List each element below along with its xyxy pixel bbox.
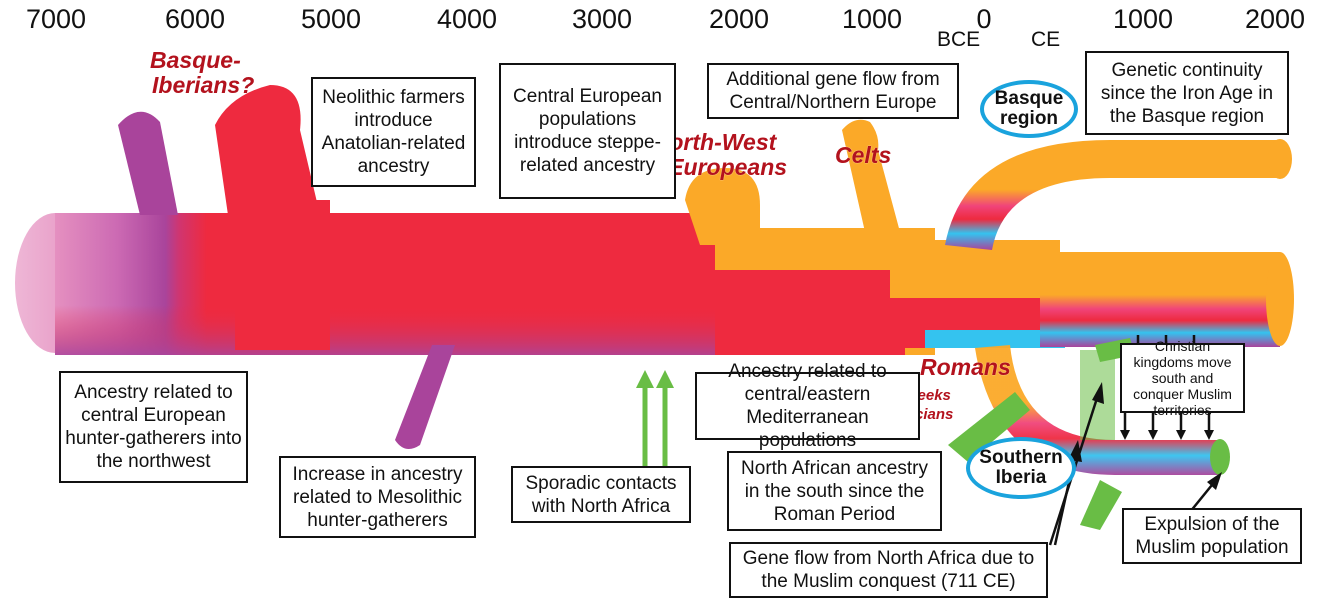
tick-5000-bce: 5000 [300, 4, 362, 34]
genetic-continuity-box: Genetic continuity since the Iron Age in… [1085, 51, 1289, 135]
tick-4000-bce: 4000 [436, 4, 498, 34]
basque-iberians-label: Basque- Iberians? [150, 47, 255, 98]
hunter-gatherers-northwest-box: Ancestry related to central European hun… [59, 371, 248, 483]
celts-label: Celts [835, 142, 892, 168]
tick-1000-bce: 1000 [841, 4, 903, 34]
ce-label: CE [1031, 28, 1061, 51]
north-african-ancestry-box: North African ancestry in the south sinc… [727, 451, 942, 531]
basque-region-oval: Basque region [980, 80, 1078, 138]
mediterranean-box: Ancestry related to central/eastern Medi… [695, 361, 920, 451]
tick-2000-ce: 2000 [1244, 4, 1306, 34]
expulsion-box: Expulsion of the Muslim population [1122, 508, 1302, 564]
tick-7000-bce: 7000 [25, 4, 87, 34]
tick-1000-ce: 1000 [1112, 4, 1174, 34]
christian-kingdoms-box: Christian kingdoms move south and conque… [1120, 338, 1245, 418]
muslim-conquest-box: Gene flow from North Africa due to the M… [729, 542, 1048, 598]
central-european-box: Central European populations introduce s… [499, 63, 676, 199]
mesolithic-box: Increase in ancestry related to Mesolith… [279, 456, 476, 538]
southern-iberia-oval: Southern Iberia [966, 437, 1076, 499]
sporadic-contacts-box: Sporadic contacts with North Africa [511, 466, 691, 523]
tick-0: 0 [976, 4, 992, 34]
romans-label: Romans [920, 354, 1011, 380]
tick-2000-bce: 2000 [708, 4, 770, 34]
gene-flow-central-box: Additional gene flow from Central/Northe… [707, 63, 959, 119]
tick-3000-bce: 3000 [571, 4, 633, 34]
tick-6000-bce: 6000 [164, 4, 226, 34]
neolithic-farmers-box: Neolithic farmers introduce Anatolian-re… [311, 77, 476, 187]
bce-label: BCE [937, 28, 981, 51]
